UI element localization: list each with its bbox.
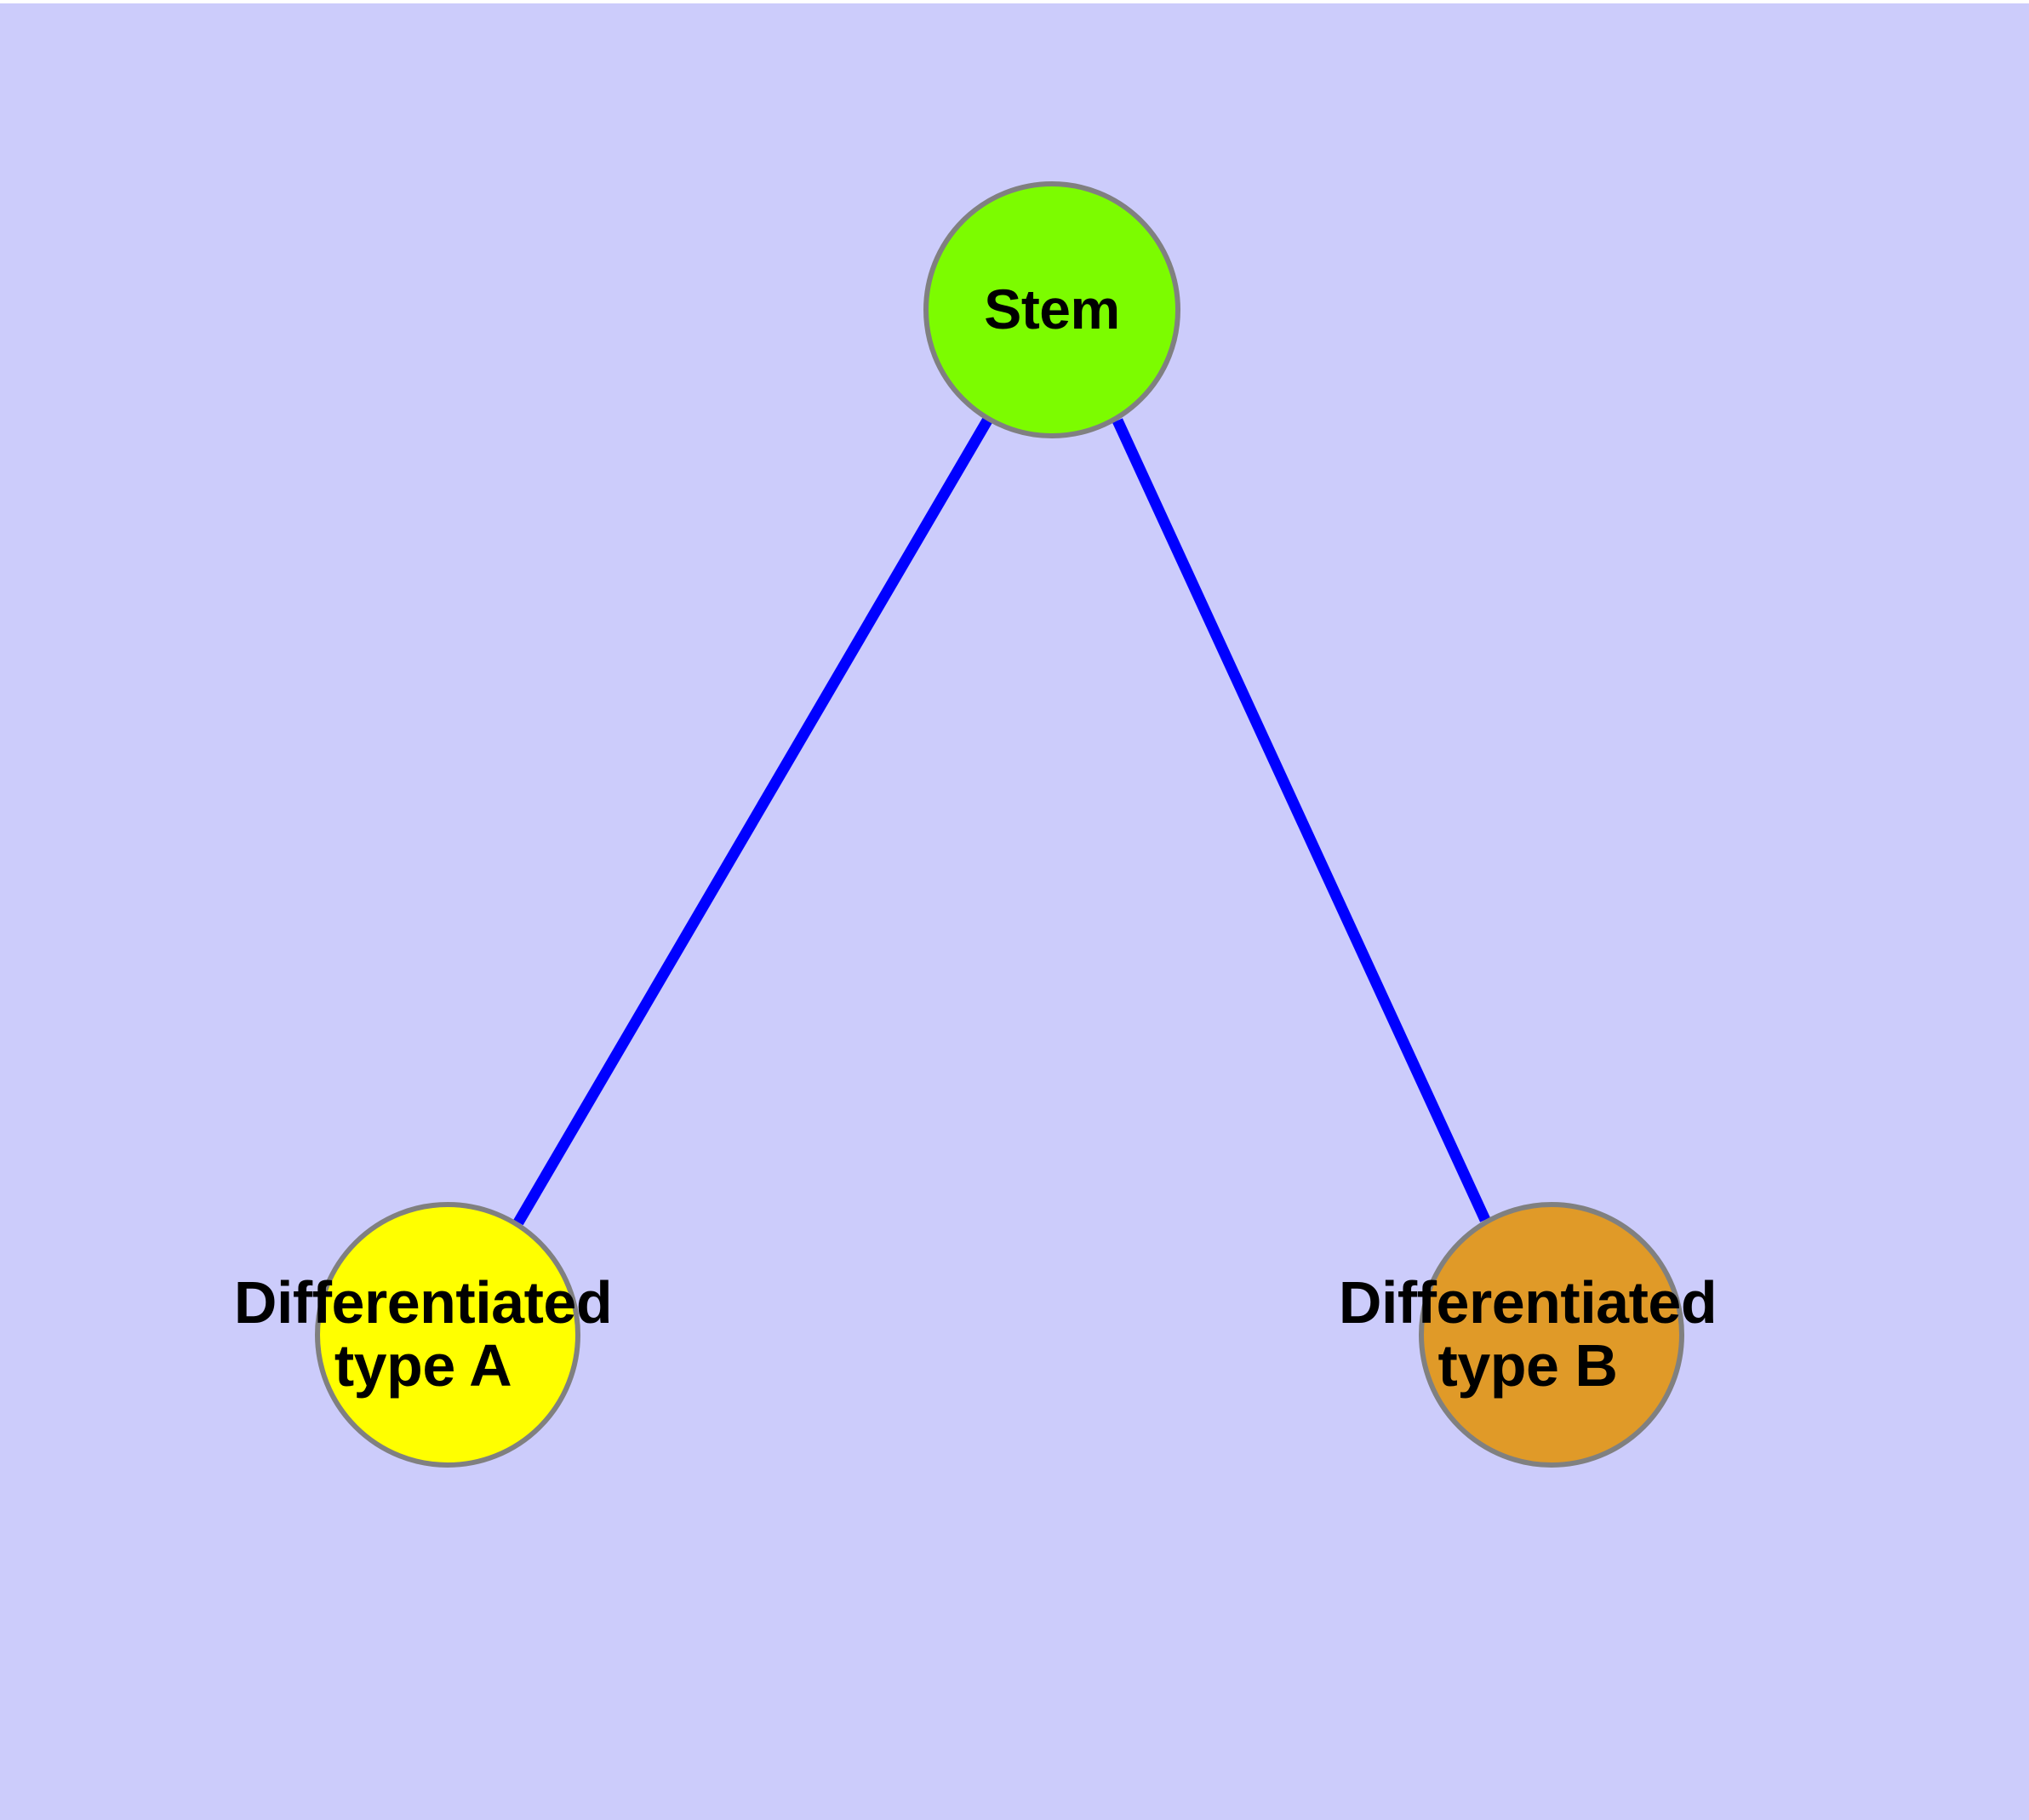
- graph-node-stem[interactable]: [923, 181, 1180, 438]
- graph-node-diff_b[interactable]: [1419, 1202, 1684, 1468]
- graph-edge-stem-diff_a: [513, 417, 992, 1226]
- graph-node-diff_a[interactable]: [315, 1202, 580, 1468]
- nodes-group: [315, 181, 1684, 1468]
- graph-edge-stem-diff_b: [1112, 418, 1490, 1222]
- edges-group: [513, 417, 1490, 1226]
